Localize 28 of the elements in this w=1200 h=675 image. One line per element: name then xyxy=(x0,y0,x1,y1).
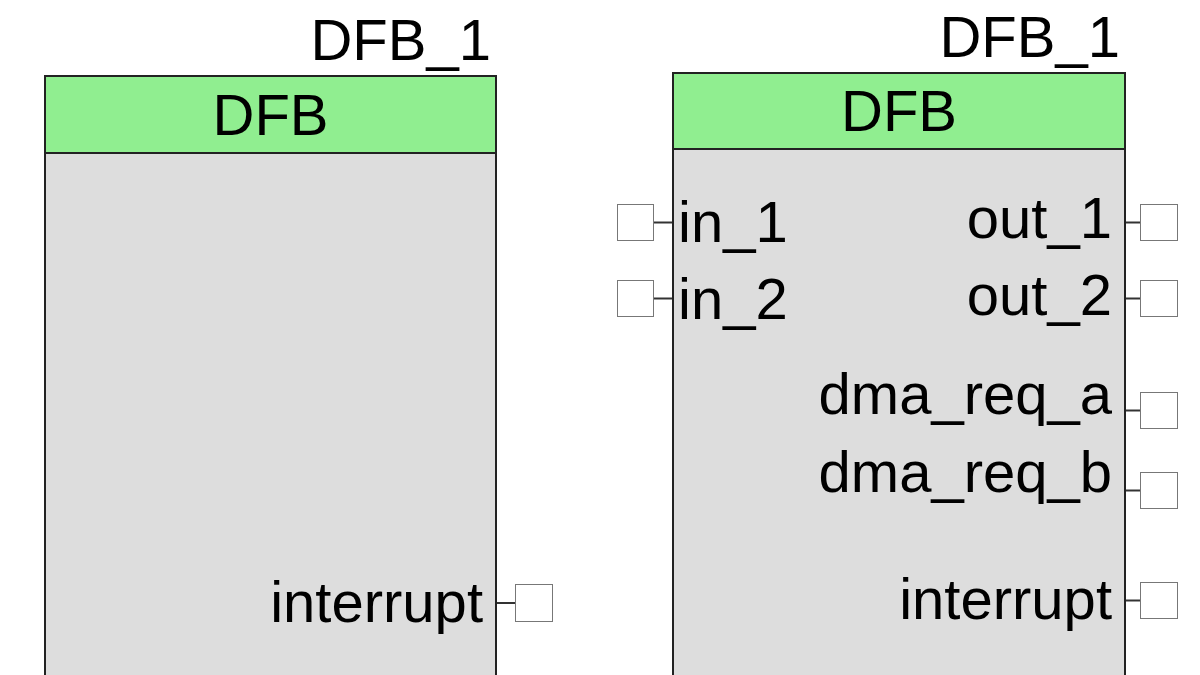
pin-terminal xyxy=(1140,204,1178,241)
pin-label: out_2 xyxy=(966,264,1112,326)
instance-name: DFB_1 xyxy=(310,7,491,73)
pin-wire xyxy=(1125,297,1141,300)
component-header: DFB xyxy=(46,77,495,154)
pin-wire xyxy=(496,602,516,604)
pin-wire xyxy=(653,297,673,300)
pin-terminal xyxy=(1140,472,1178,509)
component-header: DFB xyxy=(674,74,1124,150)
pin-wire xyxy=(1125,221,1141,224)
pin-terminal xyxy=(1140,392,1178,429)
pin-terminal xyxy=(515,584,553,622)
pin-terminal xyxy=(617,280,654,317)
pin-label: out_1 xyxy=(966,187,1112,249)
pin-label: interrupt xyxy=(270,571,483,633)
pin-wire xyxy=(1125,409,1141,412)
pin-terminal xyxy=(617,204,654,241)
pin-wire xyxy=(1125,599,1141,602)
pin-terminal xyxy=(1140,280,1178,317)
pin-label: in_2 xyxy=(678,268,788,330)
pin-label: in_1 xyxy=(678,191,788,253)
pin-wire xyxy=(1125,489,1141,492)
pin-label: dma_req_b xyxy=(818,441,1112,503)
pin-wire xyxy=(653,221,673,224)
pin-label: dma_req_a xyxy=(818,363,1112,425)
pin-terminal xyxy=(1140,582,1178,619)
pin-label: interrupt xyxy=(899,568,1112,630)
instance-name: DFB_1 xyxy=(939,4,1120,70)
